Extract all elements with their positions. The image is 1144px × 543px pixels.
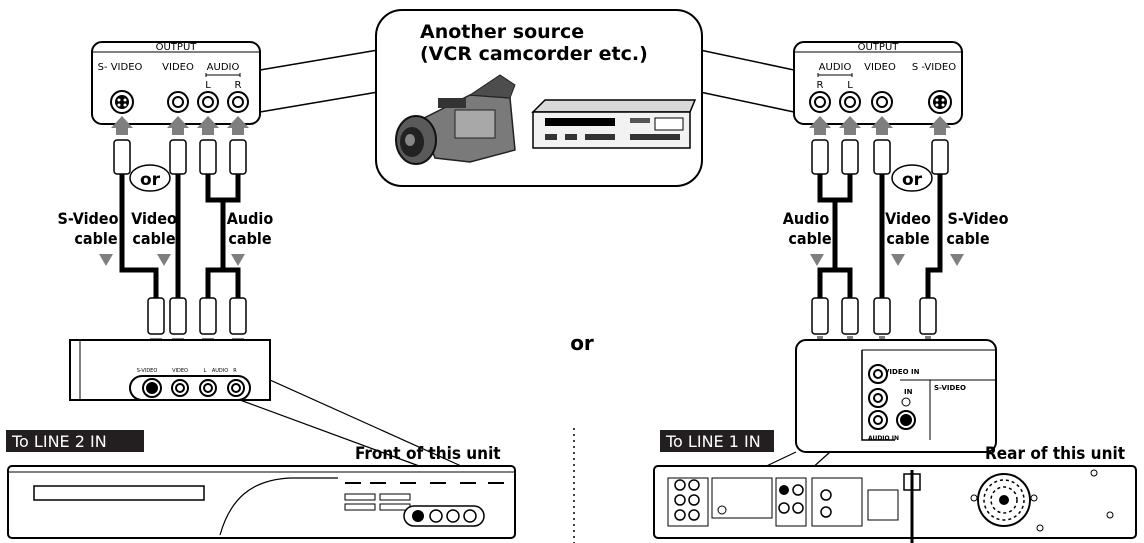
front-audio-l-jack — [199, 379, 217, 397]
right-output-panel: OUTPUT AUDIO VIDEO S -VIDEO R L — [699, 41, 963, 125]
left-label-r: R — [235, 80, 242, 91]
left-output-header: OUTPUT — [156, 42, 198, 53]
source-callout: Another source (VCR camcorder etc.) — [375, 9, 703, 187]
left-label-audio: AUDIO — [207, 62, 240, 73]
right-or-badge: or — [902, 170, 923, 190]
line1-tag-text: To LINE 1 IN — [665, 432, 761, 451]
front-jack-panel: S-VIDEO VIDEO L AUDIO R — [69, 339, 471, 471]
right-output-header: OUTPUT — [858, 42, 900, 53]
left-svideo-cable-label-1: S-Video — [58, 209, 119, 228]
rear-label-video-in: VIDEO IN — [884, 368, 920, 376]
source-title-line2: (VCR camcorder etc.) — [420, 43, 648, 65]
front-label-video: VIDEO — [172, 368, 188, 374]
line1-tag: To LINE 1 IN — [660, 430, 774, 452]
left-svideo-jack — [110, 90, 134, 114]
left-label-video: VIDEO — [162, 62, 194, 73]
front-label-l: L — [204, 368, 207, 374]
rear-video-in-jack — [868, 364, 888, 384]
rear-label-audio-in: AUDIO IN — [868, 435, 899, 442]
fan-vent — [970, 473, 1038, 527]
right-label-audio: AUDIO — [819, 62, 852, 73]
right-audio-cable-label-1: Audio — [783, 209, 830, 228]
front-svideo-jack — [142, 378, 162, 398]
left-label-svideo: S- VIDEO — [98, 62, 143, 73]
right-audio-cable-label-2: cable — [788, 229, 831, 248]
right-label-video: VIDEO — [864, 62, 896, 73]
source-title-line1: Another source — [420, 21, 584, 43]
line2-tag-text: To LINE 2 IN — [11, 432, 107, 451]
rear-label-svideo: S-VIDEO — [934, 384, 966, 392]
right-svideo-cable-label-2: cable — [946, 229, 989, 248]
front-caption: Front of this unit — [355, 444, 501, 464]
left-video-cable-label-2: cable — [132, 229, 175, 248]
right-video-jack — [871, 91, 893, 113]
left-video-cable-label-1: Video — [131, 209, 177, 228]
right-video-cable-label-2: cable — [886, 229, 929, 248]
rear-audio-l-jack — [868, 388, 888, 408]
rear-svideo-jack — [896, 410, 916, 430]
front-label-r: R — [233, 368, 237, 374]
left-svideo-cable-label-2: cable — [74, 229, 117, 248]
front-video-jack — [171, 379, 189, 397]
rear-unit — [653, 465, 1137, 543]
vcr-icon — [531, 99, 697, 149]
front-audio-r-jack — [227, 379, 245, 397]
right-audio-l-jack — [839, 91, 861, 113]
rear-jack-panel: VIDEO IN IN S-VIDEO AUDIO IN — [719, 339, 997, 489]
right-video-cable-label-1: Video — [885, 209, 931, 228]
left-audio-r-jack — [227, 91, 249, 113]
right-label-svideo: S -VIDEO — [912, 62, 956, 73]
left-or-badge: or — [140, 170, 161, 190]
right-label-l: L — [847, 80, 853, 91]
right-svideo-jack — [928, 90, 952, 114]
front-label-svideo: S-VIDEO — [137, 368, 158, 374]
camcorder-icon — [395, 74, 516, 165]
left-label-l: L — [205, 80, 211, 91]
front-unit-jacks — [403, 505, 485, 527]
left-audio-cable-label-2: cable — [228, 229, 271, 248]
front-label-audio: AUDIO — [212, 368, 228, 374]
rear-label-in: IN — [904, 388, 913, 396]
rear-unit-jacks — [667, 477, 899, 527]
right-svideo-cable-label-1: S-Video — [948, 209, 1009, 228]
left-audio-cable-label-1: Audio — [227, 209, 274, 228]
rear-audio-r-jack — [868, 410, 888, 430]
right-audio-r-jack — [809, 91, 831, 113]
left-video-jack — [167, 91, 189, 113]
left-cables: or S-Video cable Video cable Audio cable — [58, 116, 274, 358]
center-or: or — [570, 331, 594, 355]
left-audio-l-jack — [197, 91, 219, 113]
right-label-r: R — [817, 80, 824, 91]
line2-tag: To LINE 2 IN — [6, 430, 144, 452]
left-output-panel: OUTPUT S- VIDEO VIDEO AUDIO L R — [91, 41, 379, 125]
rear-caption: Rear of this unit — [985, 444, 1125, 464]
front-unit — [7, 465, 516, 539]
